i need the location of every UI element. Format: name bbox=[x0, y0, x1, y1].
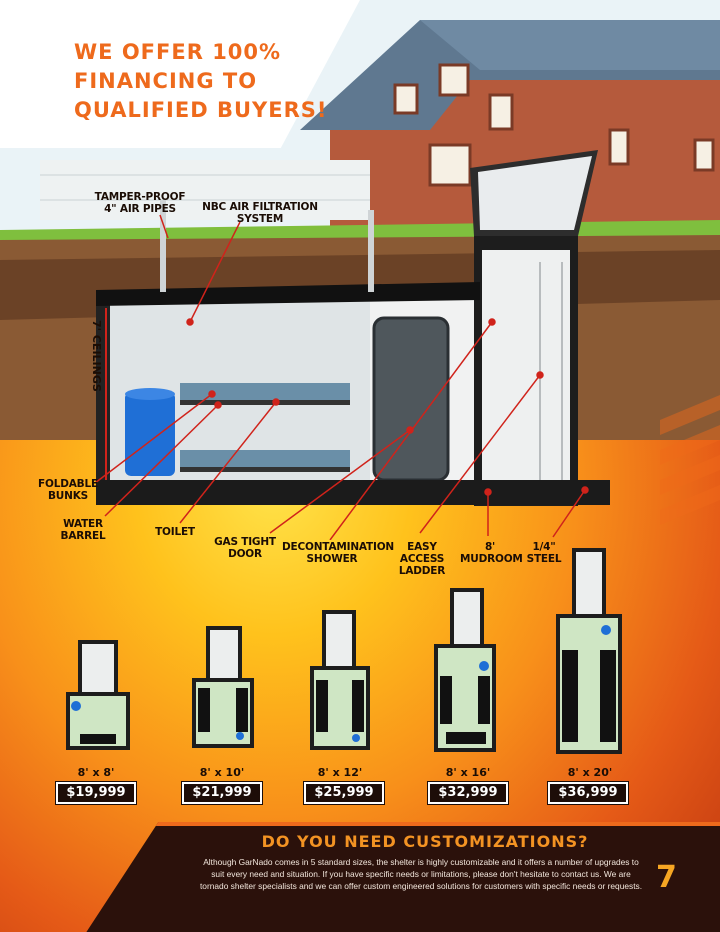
model-size-label: 8' x 12' bbox=[317, 766, 363, 779]
model-size-label: 8' x 10' bbox=[199, 766, 245, 779]
model-price-tag: $21,999 bbox=[181, 781, 263, 805]
shelter-interior bbox=[96, 150, 610, 506]
callout-leaders bbox=[94, 214, 589, 540]
model-size-label: 8' x 20' bbox=[567, 766, 613, 779]
floor-plan-8x8 bbox=[66, 640, 130, 750]
house-illustration bbox=[300, 20, 720, 240]
floor-plans bbox=[66, 548, 622, 754]
callout-ceilings: 7' CEILINGS bbox=[90, 320, 103, 392]
customization-body: Although GarNado comes in 5 standard siz… bbox=[199, 857, 643, 891]
callout-toilet: TOILET bbox=[155, 526, 195, 538]
page-number: 7 bbox=[656, 860, 677, 895]
model-price-tag: $32,999 bbox=[427, 781, 509, 805]
model-size-label: 8' x 8' bbox=[77, 766, 115, 779]
floor-plan-8x16 bbox=[434, 588, 496, 752]
floor-plan-8x10 bbox=[192, 626, 254, 748]
customization-title: DO YOU NEED CUSTOMIZATIONS? bbox=[261, 832, 589, 851]
shelter-cutaway-illustration bbox=[0, 0, 720, 540]
callout-steel: 1/4"STEEL bbox=[526, 541, 562, 565]
water-barrel-graphic bbox=[125, 392, 175, 476]
model-price-tag: $19,999 bbox=[55, 781, 137, 805]
model-price-tag: $36,999 bbox=[547, 781, 629, 805]
floor-plan-8x20 bbox=[556, 548, 622, 754]
financing-headline: WE OFFER 100% FINANCING TO QUALIFIED BUY… bbox=[74, 40, 328, 122]
customization-panel bbox=[86, 822, 720, 932]
callout-mudroom: 8'MUDROOM bbox=[460, 541, 523, 565]
model-price-tag: $25,999 bbox=[303, 781, 385, 805]
floor-plan-8x12 bbox=[310, 610, 370, 750]
model-size-label: 8' x 16' bbox=[445, 766, 491, 779]
